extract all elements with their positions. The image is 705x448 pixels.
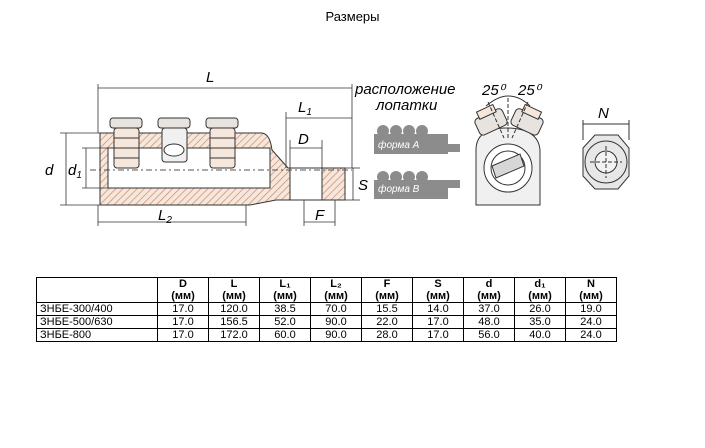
dim-S: S [358, 177, 368, 194]
table-cell: 38.5 [259, 302, 311, 316]
header-cell: F(мм) [361, 277, 413, 303]
form-a-label: форма А [378, 139, 420, 151]
header-cell: N(мм) [565, 277, 617, 303]
dim-d1: d1 [68, 162, 82, 181]
table-cell: 14.0 [412, 302, 464, 316]
dim-L1: L1 [298, 99, 312, 118]
bolt-right [205, 117, 239, 169]
header-cell: d(мм) [463, 277, 515, 303]
dim-N: N [598, 105, 609, 122]
table-cell: 90.0 [310, 315, 362, 329]
form-a-icon: форма А [374, 125, 460, 154]
header-cell: L₂(мм) [310, 277, 362, 303]
hex-nut-view [582, 120, 630, 190]
table-cell: 17.0 [412, 315, 464, 329]
table-cell: 172.0 [208, 328, 260, 342]
table-row: ЗНБЕ-500/630 17.0 156.5 52.0 90.0 22.0 1… [36, 315, 617, 329]
table-cell: 90.0 [310, 328, 362, 342]
dim-D: D [298, 131, 309, 148]
table-cell: 60.0 [259, 328, 311, 342]
table-cell: 56.0 [463, 328, 515, 342]
model-name: ЗНБЕ-300/400 [36, 302, 158, 316]
table-cell: 37.0 [463, 302, 515, 316]
header-model [36, 277, 158, 303]
table-cell: 120.0 [208, 302, 260, 316]
table-cell: 40.0 [514, 328, 566, 342]
table-cell: 17.0 [157, 328, 209, 342]
header-cell: D(мм) [157, 277, 209, 303]
model-name: ЗНБЕ-500/630 [36, 315, 158, 329]
orientation-caption-line2: лопатки [375, 97, 438, 114]
dim-L2: L2 [158, 207, 172, 226]
angle-left-label: 25⁰ [481, 82, 507, 99]
table-cell: 24.0 [565, 315, 617, 329]
dimension-labels: L L1 D L2 F S d d1 [45, 69, 368, 226]
orientation-caption-line1: расположение [354, 81, 456, 98]
dimension-lines [60, 84, 360, 226]
table-cell: 52.0 [259, 315, 311, 329]
bolt-left [109, 117, 143, 169]
table-cell: 15.5 [361, 302, 413, 316]
model-name: ЗНБЕ-800 [36, 328, 158, 342]
dim-L: L [206, 69, 214, 86]
header-cell: S(мм) [412, 277, 464, 303]
dim-F: F [315, 207, 325, 224]
dimensions-table: D(мм) L(мм) L₁(мм) L₂(мм) F(мм) S(мм) d(… [36, 277, 617, 342]
form-b-label: форма В [378, 183, 420, 195]
table-cell: 26.0 [514, 302, 566, 316]
page-title: Размеры [325, 9, 380, 24]
table-row: ЗНБЕ-300/400 17.0 120.0 38.5 70.0 15.5 1… [36, 302, 617, 316]
table-cell: 17.0 [412, 328, 464, 342]
angle-right-label: 25⁰ [517, 82, 543, 99]
connector-front-view [474, 95, 544, 206]
connector-side-view [90, 117, 352, 206]
dim-d: d [45, 162, 54, 179]
table-row: ЗНБЕ-800 17.0 172.0 60.0 90.0 28.0 17.0 … [36, 328, 617, 342]
table-cell: 35.0 [514, 315, 566, 329]
table-cell: 17.0 [157, 315, 209, 329]
table-cell: 19.0 [565, 302, 617, 316]
header-cell: d₁(мм) [514, 277, 566, 303]
form-b-icon: форма В [374, 171, 460, 199]
table-cell: 48.0 [463, 315, 515, 329]
table-cell: 28.0 [361, 328, 413, 342]
technical-drawing: L L1 D L2 F S d d1 расположение лопатки … [45, 69, 630, 226]
table-cell: 70.0 [310, 302, 362, 316]
header-cell: L₁(мм) [259, 277, 311, 303]
header-cell: L(мм) [208, 277, 260, 303]
table-cell: 156.5 [208, 315, 260, 329]
table-header-row: D(мм) L(мм) L₁(мм) L₂(мм) F(мм) S(мм) d(… [36, 277, 617, 303]
table-cell: 17.0 [157, 302, 209, 316]
table-cell: 22.0 [361, 315, 413, 329]
bolt-middle [157, 117, 191, 163]
table-cell: 24.0 [565, 328, 617, 342]
